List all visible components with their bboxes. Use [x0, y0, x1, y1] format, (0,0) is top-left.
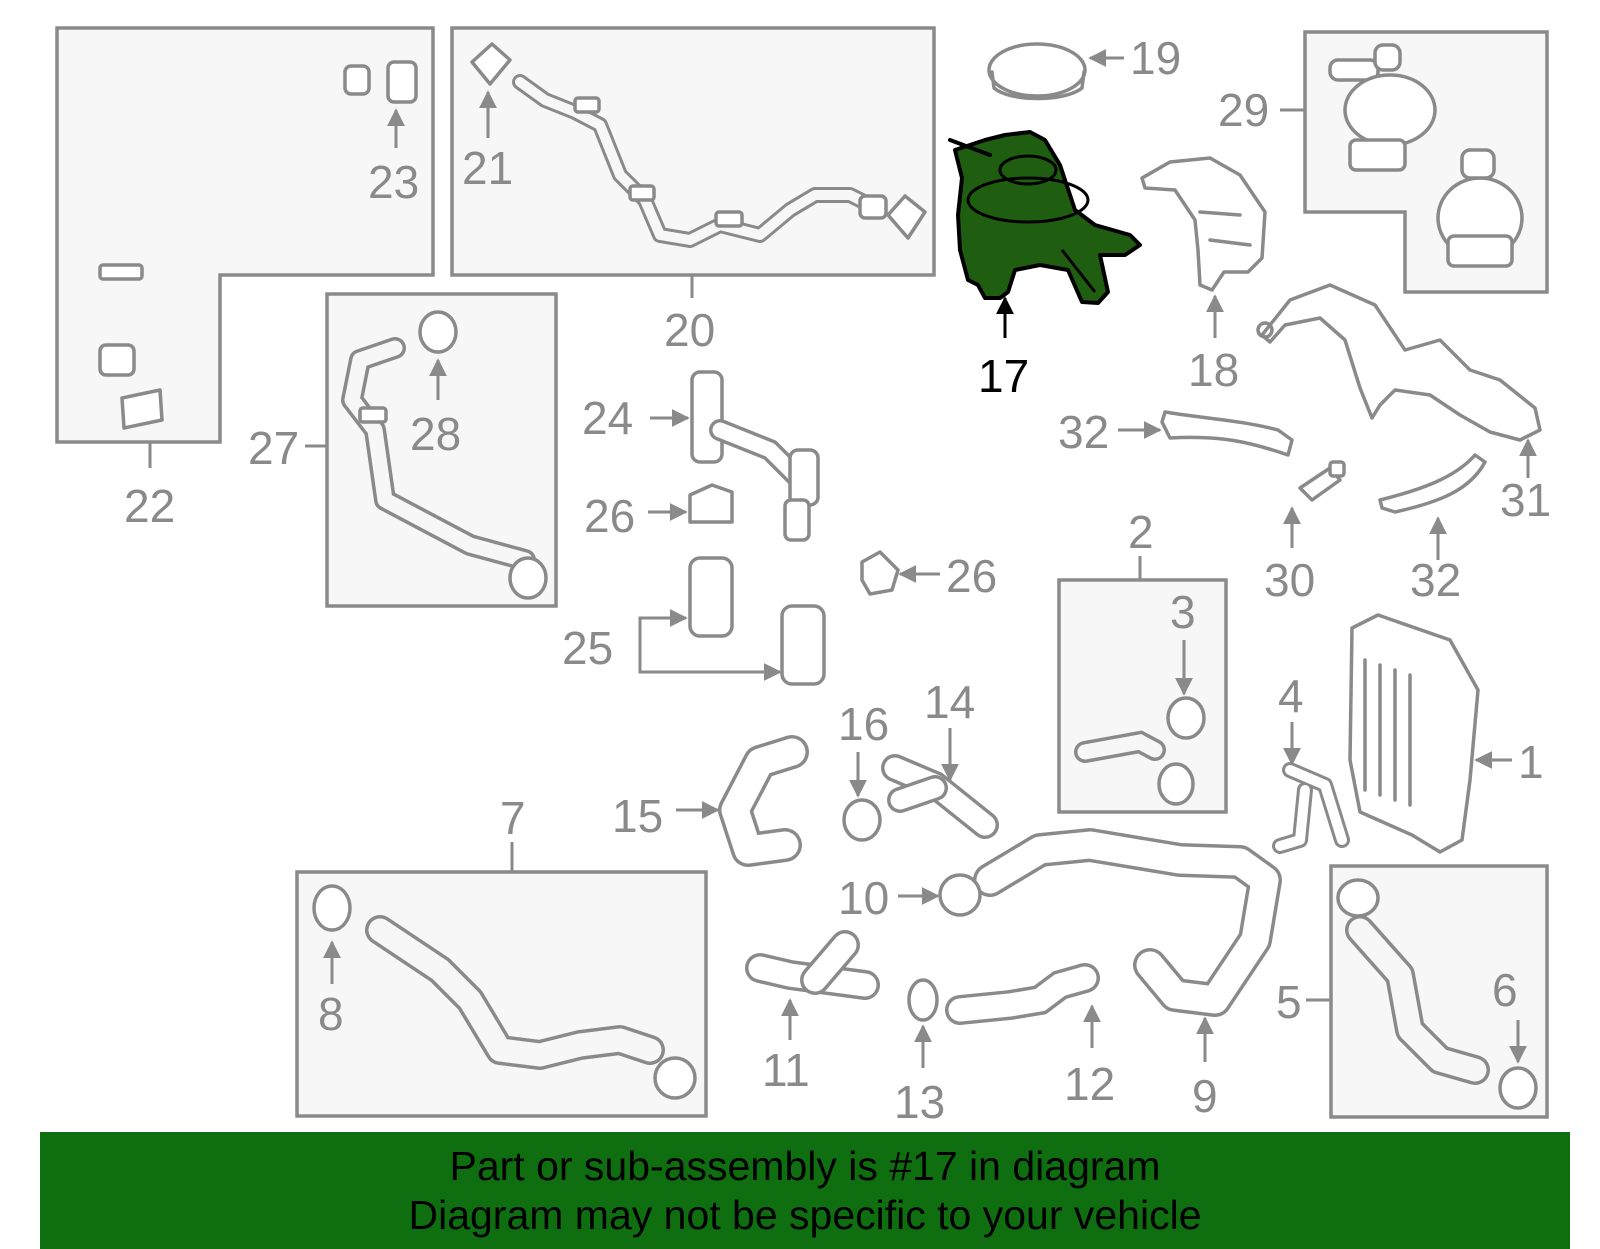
part-17-expansion-tank [948, 130, 1142, 305]
label-2: 2 [1128, 506, 1154, 558]
label-23: 23 [368, 156, 419, 208]
label-32a: 32 [1058, 406, 1109, 458]
part-20-hose [512, 74, 888, 248]
part-4-pipe [1272, 762, 1350, 854]
group-box-7 [295, 870, 708, 1118]
label-16: 16 [838, 698, 889, 750]
part-14-tee [881, 754, 999, 839]
part-31-bracket [1256, 283, 1542, 442]
label-24: 24 [582, 392, 633, 444]
part-11-thermostat-housing [745, 930, 880, 1000]
label-13: 13 [894, 1076, 945, 1128]
part-8-clamp [312, 884, 352, 932]
part-19-cap [987, 42, 1087, 101]
label-31: 31 [1500, 474, 1551, 526]
part-7-hose [365, 915, 697, 1100]
label-15: 15 [612, 790, 663, 842]
label-14: 14 [924, 676, 975, 728]
part-20-end-clamp [886, 194, 927, 240]
banner-line-1: Part or sub-assembly is #17 in diagram [449, 1142, 1161, 1189]
label-8: 8 [318, 988, 344, 1040]
label-10: 10 [838, 872, 889, 924]
part-6-clamp [1498, 1066, 1538, 1110]
part-16-clamp [842, 798, 882, 842]
part-15-hose [718, 735, 809, 867]
part-27-hose [341, 337, 548, 600]
part-32-strap-lower [1378, 453, 1487, 514]
label-28: 28 [410, 408, 461, 460]
info-banner: Part or sub-assembly is #17 in diagram D… [40, 1132, 1570, 1249]
label-30: 30 [1264, 554, 1315, 606]
label-20: 20 [664, 304, 715, 356]
part-29-pumps [1328, 43, 1524, 268]
part-1-radiator [1348, 613, 1480, 854]
part-30-sensor [1298, 460, 1346, 502]
part-18-bracket [1140, 156, 1267, 292]
part-28-clamp [418, 310, 458, 354]
label-27: 27 [248, 422, 299, 474]
part-23-clamp [386, 60, 418, 104]
label-29: 29 [1218, 84, 1269, 136]
part-5-hose [1336, 878, 1490, 1085]
part-2-fitting [1074, 696, 1206, 806]
label-32b: 32 [1410, 554, 1461, 606]
part-26-seal [688, 483, 734, 524]
part-10-clamp [938, 873, 982, 917]
part-22-hose [98, 64, 371, 430]
part-9-hose [973, 828, 1282, 1017]
label-22: 22 [124, 480, 175, 532]
group-box-2 [1057, 578, 1228, 814]
banner-line-2: Diagram may not be specific to your vehi… [408, 1191, 1202, 1238]
label-26a: 26 [584, 490, 635, 542]
part-24-pipe [690, 370, 820, 542]
part-12-hose [945, 963, 1100, 1025]
label-7: 7 [500, 792, 526, 844]
label-12: 12 [1064, 1058, 1115, 1110]
part-26-clamp-right [860, 550, 900, 596]
label-5: 5 [1276, 976, 1302, 1028]
label-1: 1 [1518, 736, 1544, 788]
label-4: 4 [1278, 670, 1304, 722]
part-21-clamp [470, 42, 512, 86]
part-25-pumps [688, 556, 826, 686]
label-6: 6 [1492, 964, 1518, 1016]
label-18: 18 [1188, 344, 1239, 396]
label-3: 3 [1170, 586, 1196, 638]
part-13-clamp [907, 978, 939, 1022]
group-box-22 [55, 26, 435, 444]
label-9: 9 [1192, 1070, 1218, 1122]
part-32-strap-upper [1160, 410, 1294, 457]
label-26b: 26 [946, 550, 997, 602]
label-11: 11 [762, 1044, 810, 1096]
label-17: 17 [978, 350, 1029, 402]
label-21: 21 [462, 142, 513, 194]
label-19: 19 [1130, 32, 1181, 84]
label-25: 25 [562, 622, 613, 674]
